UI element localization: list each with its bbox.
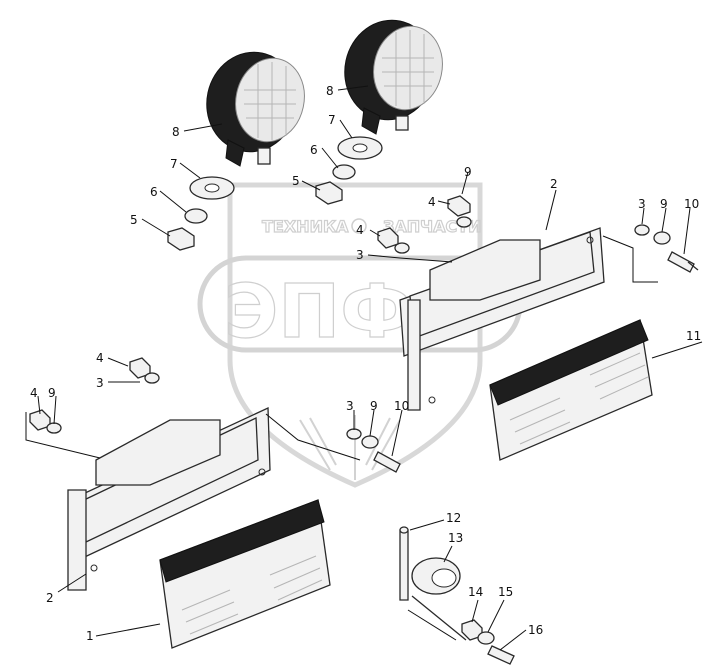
callout-c4d: 4 [30, 386, 38, 400]
callout-c12: 12 [446, 511, 461, 525]
work-lamp-left [206, 51, 305, 167]
lamp-mount-washers-right [315, 136, 383, 205]
watermark-gear-icon [351, 218, 367, 234]
callout-c9c: 9 [48, 386, 56, 400]
callout-c3b: 3 [638, 197, 646, 211]
callout-c9b: 9 [660, 197, 668, 211]
callout-c6a: 6 [150, 185, 158, 199]
callout-c9a: 9 [464, 165, 472, 179]
callout-c6b: 6 [310, 143, 318, 157]
horn-assembly [399, 526, 515, 665]
callout-c7b: 7 [328, 113, 336, 127]
callout-c5b: 5 [292, 174, 300, 188]
work-lamp-right [344, 19, 443, 135]
callout-c8a: 8 [172, 125, 180, 139]
callout-c2a: 2 [550, 177, 558, 191]
fasteners-upper-right [447, 195, 699, 273]
callout-c9d: 9 [370, 399, 378, 413]
callout-c13: 13 [448, 531, 463, 545]
callout-c3c: 3 [96, 376, 104, 390]
callout-c10a: 10 [684, 197, 699, 211]
rear-lamp-left [159, 499, 331, 649]
watermark-text-left: ТЕХНИКА [262, 217, 349, 236]
callout-c8b: 8 [326, 84, 334, 98]
callout-c4a: 4 [428, 195, 436, 209]
callout-c10b: 10 [394, 399, 409, 413]
callout-c15: 15 [498, 585, 513, 599]
bracket-right [399, 227, 605, 411]
callout-c16: 16 [528, 623, 543, 637]
leader-lines [25, 85, 703, 651]
callout-c4c: 4 [96, 351, 104, 365]
fasteners-middle [29, 227, 410, 473]
bracket-left [67, 406, 271, 591]
lamp-mount-washers-left [167, 176, 235, 251]
callout-c3d: 3 [346, 399, 354, 413]
rear-lamp-right [489, 319, 653, 461]
watermark-shield [227, 182, 483, 488]
callout-c1: 1 [86, 629, 94, 643]
callout-c4b: 4 [356, 223, 364, 237]
callout-c7a: 7 [170, 157, 178, 171]
callout-c2b: 2 [46, 591, 54, 605]
callout-c11: 11 [686, 329, 701, 343]
callout-c5a: 5 [130, 213, 138, 227]
callout-c14: 14 [468, 585, 483, 599]
watermark-logo: ЭПФ [224, 269, 414, 355]
callout-c3a: 3 [356, 248, 364, 262]
